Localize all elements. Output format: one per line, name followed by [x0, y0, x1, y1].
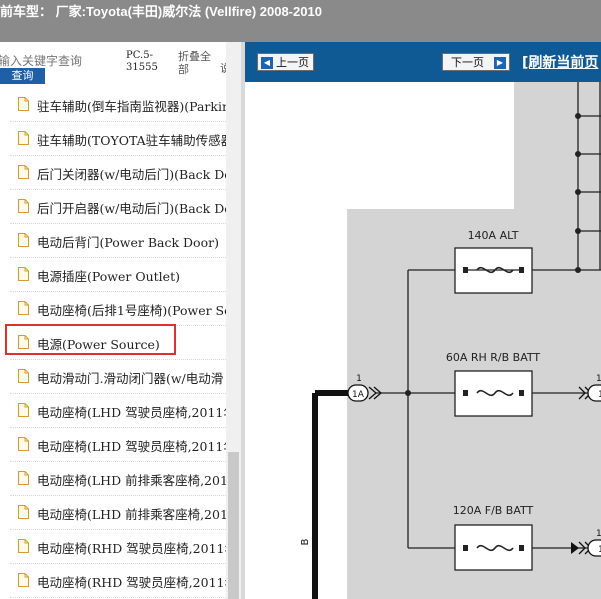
tree-item[interactable]: 电动座椅(LHD 驾驶员座椅,2011年 [0, 394, 226, 428]
prev-page-button[interactable]: ◀ 上一页 [257, 53, 314, 71]
tree-item-label: 电动座椅(RHD 驾驶员座椅,2011年 [37, 575, 226, 590]
refresh-page-link[interactable]: [刷新当前页 [522, 55, 599, 71]
connector-1c [587, 539, 601, 557]
tree-item-separator [10, 155, 226, 156]
tree-item[interactable]: 电源(Power Source) [0, 326, 226, 360]
tree-item[interactable]: 电动后背门(Power Back Door) [0, 224, 226, 258]
prev-page-label: 上一页 [276, 56, 309, 69]
connector-1e-label: 1E [598, 390, 601, 400]
document-icon [18, 199, 29, 213]
tree-item-label: 电动座椅(LHD 前排乘客座椅,2011 [37, 507, 226, 522]
document-icon [18, 233, 29, 247]
tree-item[interactable]: 电动座椅(LHD 前排乘客座椅,2011 [0, 496, 226, 530]
tree-item-label: 驻车辅助(TOYOTA驻车辅助传感器 [37, 133, 226, 148]
diagram-region-top [514, 82, 601, 212]
search-input[interactable] [0, 52, 118, 70]
tree-item[interactable]: 电动座椅(LHD 驾驶员座椅,2011年 [0, 428, 226, 462]
page-nav-bar: ◀ 上一页 下一页 ▶ [刷新当前页 [245, 42, 601, 82]
connector-1a-pin: 1 [356, 374, 362, 384]
tree-scrollbar-thumb[interactable] [228, 452, 239, 599]
tree-item-label: 驻车辅助(倒车指南监视器)(Parking [37, 99, 226, 114]
pc-label: PC.5-31555 [126, 50, 158, 73]
wiring-diagram: 140A ALT 60A RH R/B BATT 120A F/B BATT 1… [245, 82, 601, 599]
tree-item-label: 电动座椅(LHD 前排乘客座椅,2011 [37, 473, 226, 488]
tree-item-separator [10, 291, 226, 292]
wiring-diagram-svg: 140A ALT 60A RH R/B BATT 120A F/B BATT 1… [300, 82, 601, 599]
tree-item[interactable]: 电动座椅(LHD 前排乘客座椅,2011 [0, 462, 226, 496]
tree-item-label: 电动座椅(RHD 驾驶员座椅,2011年 [37, 541, 226, 556]
fuse-2-label: 60A RH R/B BATT [446, 351, 541, 364]
tree-item[interactable]: 驻车辅助(倒车指南监视器)(Parking [0, 90, 226, 122]
tree-item-label: 后门关闭器(w/电动后门)(Back Door [37, 167, 226, 182]
tree-item-label: 后门开启器(w/电动后门)(Back Door [37, 201, 226, 216]
tree-item[interactable]: 后门开启器(w/电动后门)(Back Door [0, 190, 226, 224]
search-button[interactable]: 查询 [0, 68, 45, 84]
right-panel: ◀ 上一页 下一页 ▶ [刷新当前页 [245, 42, 601, 599]
tree-item-label: 电动座椅(LHD 驾驶员座椅,2011年 [37, 439, 226, 454]
arrow-right-icon: ▶ [494, 57, 506, 69]
left-panel: 查询 PC.5-31555 折叠全部 说 驻车辅助(倒车指南监视器)(Parki… [0, 42, 241, 599]
tree-item[interactable]: 电源插座(Power Outlet) [0, 258, 226, 292]
document-icon [18, 505, 29, 519]
document-icon [18, 437, 29, 451]
next-page-label: 下一页 [451, 56, 484, 69]
document-icon [18, 301, 29, 315]
document-icon [18, 471, 29, 485]
document-icon [18, 335, 29, 349]
document-tree: 驻车辅助(倒车指南监视器)(Parking 驻车辅助(TOYOTA驻车辅助传感器后… [0, 90, 226, 599]
tree-item-separator [10, 121, 226, 122]
connector-1e [587, 384, 601, 402]
tree-item-separator [10, 393, 226, 394]
connector-1e-pin: 1 [596, 374, 601, 384]
tree-item-label: 电源(Power Source) [37, 337, 160, 352]
next-page-button[interactable]: 下一页 ▶ [442, 53, 510, 71]
document-icon [18, 131, 29, 145]
document-icon [18, 97, 29, 111]
connector-1a-label: 1A [352, 390, 365, 400]
fuse-3-label: 120A F/B BATT [453, 504, 534, 517]
selection-highlight [5, 324, 176, 355]
truncated-label: 说 [220, 60, 231, 76]
connector-1a [347, 384, 369, 402]
document-icon [18, 539, 29, 553]
arrow-left-icon: ◀ [261, 57, 273, 69]
panel-divider[interactable] [241, 42, 245, 599]
tree-item-separator [10, 563, 226, 564]
fuse-1-label: 140A ALT [468, 229, 519, 242]
tree-item-separator [10, 529, 226, 530]
wire-label-b: B [300, 538, 311, 545]
tree-item[interactable]: 电动滑动门.滑动闭门器(w/电动滑 [0, 360, 226, 394]
document-icon [18, 369, 29, 383]
tree-item-label: 电动后背门(Power Back Door) [37, 235, 219, 250]
connector-1c-label: 1C [598, 545, 601, 555]
tree-item-separator [10, 223, 226, 224]
tree-item-separator [10, 257, 226, 258]
window-title: 前车型： 厂家:Toyota(丰田)威尔法 (Vellfire) 2008-20… [0, 4, 322, 19]
tree-item-label: 电动滑动门.滑动闭门器(w/电动滑 [37, 371, 224, 386]
tree-item-label: 电动座椅(后排1号座椅)(Power Seat [37, 303, 226, 318]
tree-item-label: 电源插座(Power Outlet) [37, 269, 180, 284]
tree-item[interactable]: 驻车辅助(TOYOTA驻车辅助传感器 [0, 122, 226, 156]
document-icon [18, 403, 29, 417]
tree-item-separator [10, 359, 226, 360]
tree-item-label: 电动座椅(LHD 驾驶员座椅,2011年 [37, 405, 226, 420]
tree-item-separator [10, 427, 226, 428]
tree-item[interactable]: 电动座椅(RHD 驾驶员座椅,2011年 [0, 564, 226, 598]
tree-item[interactable]: 电动座椅(后排1号座椅)(Power Seat [0, 292, 226, 326]
search-bar: 查询 PC.5-31555 折叠全部 说 [0, 42, 241, 90]
document-icon [18, 165, 29, 179]
connector-1c-pin: 1 [596, 529, 601, 539]
window-title-bar: 前车型： 厂家:Toyota(丰田)威尔法 (Vellfire) 2008-20… [0, 0, 601, 42]
document-icon [18, 573, 29, 587]
collapse-all-button[interactable]: 折叠全部 [178, 50, 211, 76]
tree-item[interactable]: 后门关闭器(w/电动后门)(Back Door [0, 156, 226, 190]
tree-item-separator [10, 495, 226, 496]
tree-item-separator [10, 189, 226, 190]
tree-item-separator [10, 597, 226, 598]
document-icon [18, 267, 29, 281]
tree-item-separator [10, 461, 226, 462]
tree-item[interactable]: 电动座椅(RHD 驾驶员座椅,2011年 [0, 530, 226, 564]
